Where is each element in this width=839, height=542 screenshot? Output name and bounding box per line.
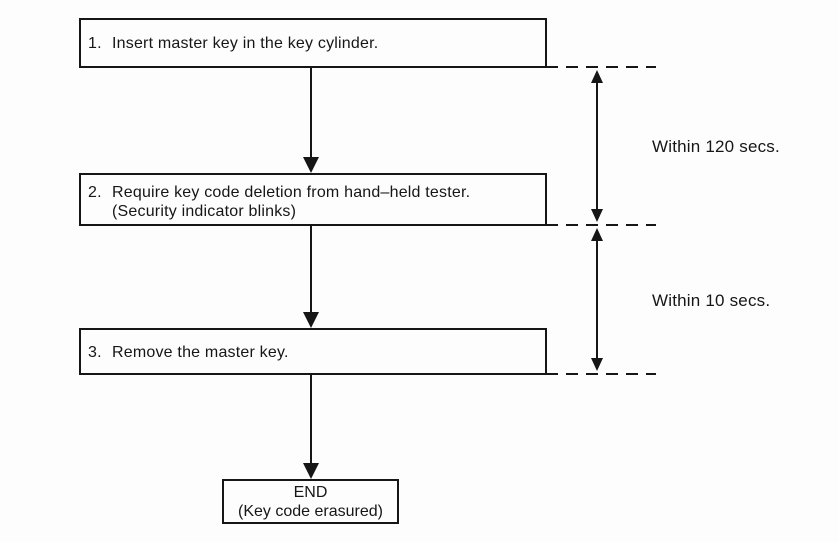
dashed-line-3: [546, 373, 656, 375]
step-1-text: Insert master key in the key cylinder.: [112, 35, 379, 52]
step-1-number: 1.: [88, 35, 102, 52]
step-2-note: (Security indicator blinks): [112, 203, 297, 220]
timer-arrow-10s: [590, 228, 604, 371]
arrowhead-down-icon: [303, 157, 319, 173]
timer-label-10s: Within 10 secs.: [652, 291, 771, 310]
timer-label-120s: Within 120 secs.: [652, 137, 780, 156]
arrowhead-up-icon: [591, 228, 603, 241]
timer-arrow-120s: [590, 70, 604, 222]
arrowhead-down-icon: [303, 312, 319, 328]
step-box-2: 2. Require key code deletion from hand–h…: [79, 173, 547, 226]
end-title: END: [293, 484, 328, 501]
arrowhead-down-icon: [303, 463, 319, 479]
flow-connector-1: [303, 68, 319, 173]
arrowhead-down-icon: [591, 358, 603, 371]
dashed-line-1: [546, 66, 656, 68]
end-box: END (Key code erasured): [222, 479, 399, 524]
arrowhead-up-icon: [591, 70, 603, 83]
connector-line: [310, 68, 312, 157]
step-3-number: 3.: [88, 344, 102, 361]
step-box-1: 1. Insert master key in the key cylinder…: [79, 18, 547, 68]
timer-arrow-line: [596, 241, 598, 358]
connector-line: [310, 375, 312, 463]
flow-connector-3: [303, 375, 319, 479]
step-box-3: 3. Remove the master key.: [79, 328, 547, 375]
connector-line: [310, 226, 312, 312]
dashed-line-2: [546, 224, 656, 226]
step-2-text: Require key code deletion from hand–held…: [112, 184, 471, 201]
timer-arrow-line: [596, 83, 598, 209]
step-3-text: Remove the master key.: [112, 344, 289, 361]
flow-connector-2: [303, 226, 319, 328]
arrowhead-down-icon: [591, 209, 603, 222]
end-subtitle: (Key code erasured): [238, 503, 383, 520]
step-2-number: 2.: [88, 184, 102, 201]
